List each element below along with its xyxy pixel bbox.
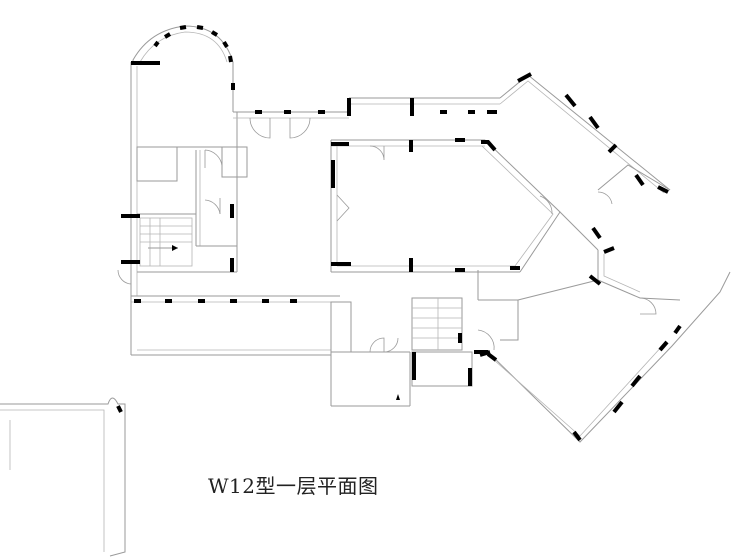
stair-right: [411, 297, 463, 351]
bay-outline-outer: [132, 25, 234, 63]
central-block: [330, 97, 561, 273]
lower-center: [330, 297, 519, 407]
bay-outline-inner: [139, 31, 228, 63]
connector-top: [233, 110, 349, 139]
drawing-title: W12型一层平面图: [208, 474, 379, 498]
right-wing-upper: [499, 72, 671, 254]
adjacent-unit-partial: [0, 397, 126, 557]
left-wing: [117, 25, 248, 296]
bay-window-marks: [153, 25, 233, 63]
right-wing-lower: [477, 250, 731, 443]
stair-left: [139, 217, 193, 267]
lower-corridor: [130, 295, 340, 356]
